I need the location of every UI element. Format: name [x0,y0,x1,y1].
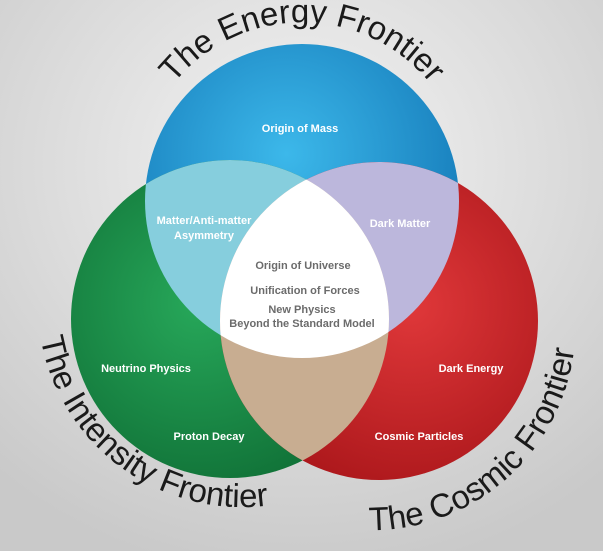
label-matter-antimatter-line1: Matter/Anti-matter [157,215,252,227]
label-cosmic-particles: Cosmic Particles [375,431,464,443]
label-neutrino-physics: Neutrino Physics [101,363,191,375]
label-dark-matter: Dark Matter [370,218,431,230]
overlap-center [220,162,389,358]
label-origin-of-mass: Origin of Mass [262,123,338,135]
label-new-physics-line1: New Physics [268,304,335,316]
label-unification-of-forces: Unification of Forces [250,285,359,297]
label-new-physics-line2: Beyond the Standard Model [229,318,374,330]
label-proton-decay: Proton Decay [174,431,246,443]
label-dark-energy: Dark Energy [439,363,505,375]
label-origin-of-universe: Origin of Universe [255,260,350,272]
label-matter-antimatter-line2: Asymmetry [174,230,235,242]
